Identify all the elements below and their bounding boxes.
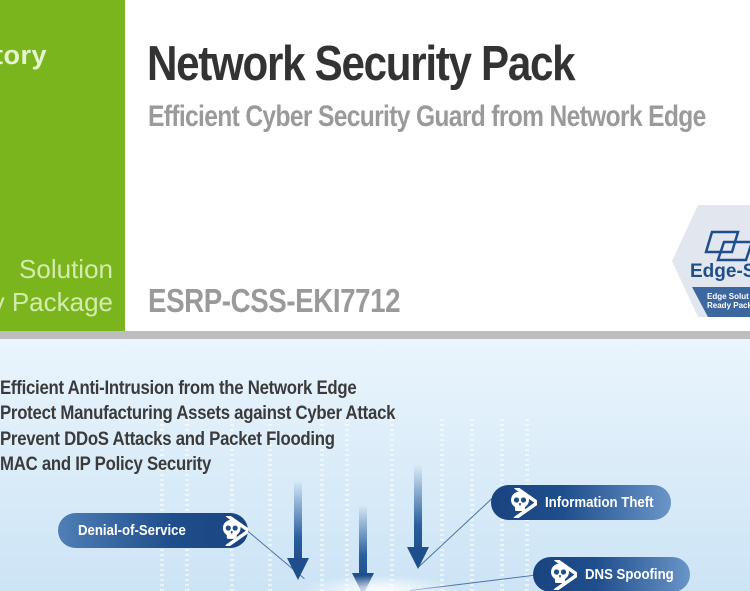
cloud-glow-decoration — [300, 575, 460, 591]
binary-stream-decoration — [345, 419, 349, 591]
badge-band-line-2: Ready Pack — [707, 301, 750, 310]
binary-stream-decoration — [230, 419, 234, 591]
feature-item: MAC and IP Policy Security — [0, 452, 212, 475]
feature-item: Prevent DDoS Attacks and Packet Flooding — [0, 427, 335, 450]
diagram-background — [0, 339, 750, 591]
badge-hexagon-icon — [672, 205, 750, 317]
side-panel-bottom-text: Solution y Package — [0, 253, 113, 319]
down-arrow-icon — [287, 480, 309, 580]
side-panel-line-1: Solution — [19, 254, 113, 284]
badge-title: Edge-S — [690, 261, 750, 282]
binary-stream-decoration — [185, 419, 189, 591]
side-panel-top-text: tory — [0, 40, 47, 70]
skull-crossbones-icon — [511, 487, 537, 518]
skull-crossbones-icon — [551, 559, 577, 590]
feature-list: Efficient Anti-Intrusion from the Networ… — [0, 376, 460, 477]
skull-crossbones-icon — [222, 515, 248, 546]
threat-dns-spoofing: DNS Spoofing — [533, 557, 690, 591]
page-subtitle: Efficient Cyber Security Guard from Netw… — [148, 100, 706, 133]
down-arrow-icon — [407, 465, 429, 570]
threat-label: Information Theft — [545, 494, 654, 511]
header-section — [0, 0, 750, 331]
edge-solution-badge: Edge-S Edge Solut Ready Pack — [672, 205, 750, 317]
binary-stream-decoration — [268, 419, 272, 591]
divider-bar — [0, 331, 750, 339]
page-title: Network Security Pack — [147, 37, 576, 91]
badge-band: Edge Solut Ready Pack — [692, 287, 750, 315]
threat-label: Denial-of-Service — [78, 522, 186, 539]
side-panel-line-2: y Package — [0, 287, 113, 317]
binary-stream-decoration — [390, 419, 394, 591]
threat-information-theft: Information Theft — [491, 485, 671, 520]
threat-label: DNS Spoofing — [585, 566, 674, 583]
threat-denial-of-service: Denial-of-Service — [58, 513, 248, 548]
model-number: ESRP-CSS-EKI7712 — [148, 282, 401, 319]
binary-stream-decoration — [470, 419, 474, 591]
side-brand-panel: tory Solution y Package — [0, 0, 125, 339]
feature-item: Efficient Anti-Intrusion from the Networ… — [0, 377, 357, 399]
binary-stream-decoration — [160, 419, 164, 591]
feature-item: Protect Manufacturing Assets against Cyb… — [0, 402, 396, 425]
badge-band-line-1: Edge Solut — [707, 292, 749, 301]
binary-stream-decoration — [320, 419, 324, 591]
binary-stream-decoration — [440, 419, 444, 591]
